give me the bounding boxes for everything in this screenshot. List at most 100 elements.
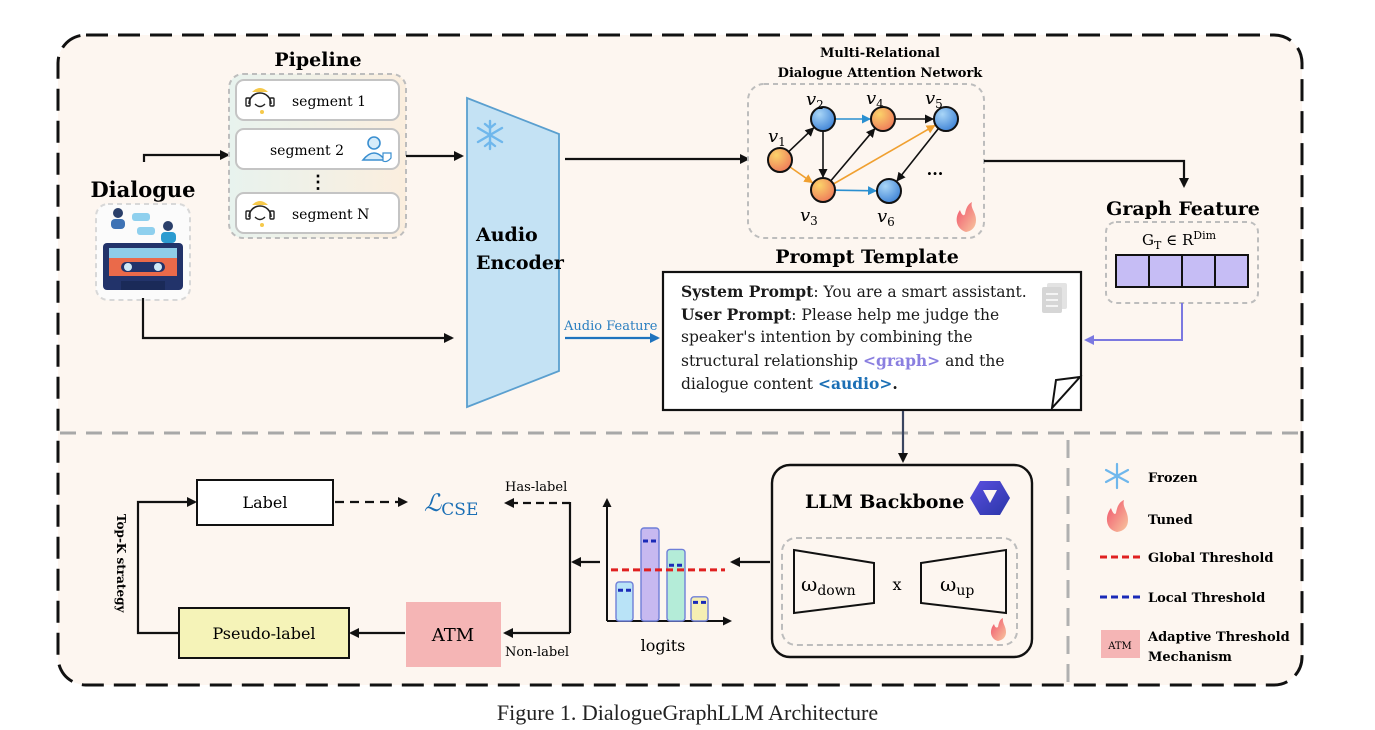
graph-network-title-line2: Dialogue Attention Network	[778, 66, 984, 81]
legend-atm-line2: Mechanism	[1148, 650, 1232, 665]
audio-encoder-label-line1: Audio	[475, 224, 538, 246]
label-box	[196, 479, 334, 526]
audio-encoder-label-line2: Encoder	[476, 252, 565, 274]
page-curl-icon	[1050, 375, 1083, 412]
user-prompt-text: speaker's intention by combining the	[681, 328, 973, 346]
graph-edge-v3-v5	[832, 124, 936, 185]
pipeline-segment-2: segment 2	[235, 128, 400, 170]
graph-edge-v5-v6	[896, 127, 940, 182]
w-down-block	[793, 548, 875, 615]
legend-tuned: Tuned	[1148, 513, 1193, 528]
graph-more-ellipsis: ...	[927, 160, 944, 179]
user-prompt-line-3: structural relationship <graph> and the	[681, 349, 1005, 374]
w-up-label: ωup	[940, 572, 974, 599]
graph-node-v2	[810, 106, 836, 132]
graph-node-label-v3: v3	[800, 205, 818, 228]
logit-bar	[615, 581, 634, 622]
figure-caption: Figure 1. DialogueGraphLLM Architecture	[496, 700, 879, 725]
atm-legend-box-text: ATM	[1107, 641, 1132, 652]
graph-edge-v1-v3	[789, 166, 814, 184]
logit-bar	[666, 548, 686, 622]
atm-legend-box	[1101, 630, 1140, 658]
graph-feature-cell	[1181, 254, 1216, 288]
graph-node-label-v2: v2	[806, 89, 824, 112]
user-prompt-text: structural relationship	[681, 352, 864, 370]
graph-to-feature-arrow	[984, 159, 1189, 188]
audio-encoder-block	[466, 96, 560, 409]
audio-feature-label: Audio Feature	[563, 319, 658, 334]
graph-node-v1	[767, 147, 793, 173]
user-prompt-text: : Please help me judge the	[791, 306, 1000, 324]
audio-token: <audio>	[817, 374, 893, 393]
legend-frozen: Frozen	[1148, 471, 1198, 486]
non-label-text: Non-label	[505, 645, 569, 660]
user-prompt-text: dialogue content	[681, 375, 818, 393]
segment-label: segment 2	[270, 143, 344, 159]
headset-agent-icon	[245, 201, 275, 227]
topk-arrow	[136, 497, 197, 635]
graph-feature-cell	[1214, 254, 1249, 288]
system-prompt-label: System Prompt	[681, 282, 814, 301]
graph-node-v5	[933, 106, 959, 132]
legend-local-threshold: Local Threshold	[1148, 591, 1265, 606]
graph-token: <graph>	[863, 351, 941, 370]
pseudo-label-text: Pseudo-label	[212, 624, 315, 643]
graph-node-v6	[876, 178, 902, 204]
label-box-text: Label	[243, 493, 288, 512]
legend-global-threshold: Global Threshold	[1148, 551, 1273, 566]
graph-network-title-line1: Multi-Relational	[820, 46, 940, 61]
qwen-logo-icon	[970, 481, 1010, 515]
flame-icon	[1106, 500, 1128, 532]
dialogue-title: Dialogue	[90, 177, 195, 202]
graph-node-v3	[810, 177, 836, 203]
prompt-template-text: System Prompt: You are a smart assistant…	[662, 272, 1082, 438]
pipeline-segment-1: segment 1	[235, 79, 400, 121]
user-prompt-line-2: speaker's intention by combining the	[681, 326, 973, 350]
logit-bar	[690, 596, 709, 622]
graph-node-label-v4: v4	[866, 88, 884, 111]
w-up-block	[920, 548, 1007, 615]
system-prompt-text: : You are a smart assistant.	[813, 283, 1027, 301]
document-copy-icon	[1042, 283, 1067, 313]
graph-node-label-v1: v1	[768, 126, 786, 149]
graph-feature-title: Graph Feature	[1106, 198, 1260, 220]
snowflake-icon	[1104, 462, 1130, 490]
user-prompt-text: and the	[940, 352, 1005, 370]
headset-agent-icon	[245, 88, 275, 114]
user-prompt-text: .	[892, 374, 898, 393]
graph-node-label-v6: v6	[877, 206, 895, 229]
segment-label: segment N	[292, 207, 369, 223]
flame-icon	[990, 618, 1006, 641]
has-label-text: Has-label	[505, 480, 567, 495]
legend-atm-line1: Adaptive Threshold	[1147, 630, 1290, 645]
snowflake-icon	[476, 119, 504, 151]
user-prompt-line-4: dialogue content <audio>.	[681, 372, 898, 397]
dialogue-to-encoder-arrow	[141, 298, 454, 343]
graph-edge-v3-v6	[834, 186, 878, 196]
prompt-template-title: Prompt Template	[775, 246, 959, 268]
dialogue-to-pipeline-arrow	[142, 150, 230, 162]
graph-feature-vector	[1115, 254, 1249, 288]
graph-edge-v1-v2	[788, 127, 815, 153]
graph-node-label-v5: v5	[925, 88, 943, 111]
user-prompt-line-1: User Prompt: Please help me judge the	[681, 303, 999, 328]
llm-backbone-title: LLM Backbone	[805, 491, 964, 513]
pipeline-segment-n: segment N	[235, 192, 400, 234]
flame-icon	[956, 202, 976, 232]
graph-feature-to-prompt-arrow	[1084, 303, 1183, 345]
atm-box	[406, 602, 501, 667]
atm-box-text: ATM	[431, 625, 474, 646]
logits-label: logits	[641, 636, 686, 655]
prompt-template-box	[661, 270, 1083, 412]
cassette-conversation-icon	[95, 203, 191, 301]
w-down-label: ωdown	[801, 572, 856, 599]
logit-bar	[640, 527, 660, 622]
logits-chart	[602, 498, 732, 626]
user-shield-icon	[361, 136, 392, 163]
lora-multiply: x	[892, 575, 901, 594]
graph-edge-v3-v4	[830, 128, 876, 182]
pipeline-title: Pipeline	[274, 49, 361, 71]
pipeline-ellipsis: ⋮	[309, 172, 327, 193]
graph-feature-cell	[1115, 254, 1150, 288]
user-prompt-label: User Prompt	[681, 305, 792, 324]
